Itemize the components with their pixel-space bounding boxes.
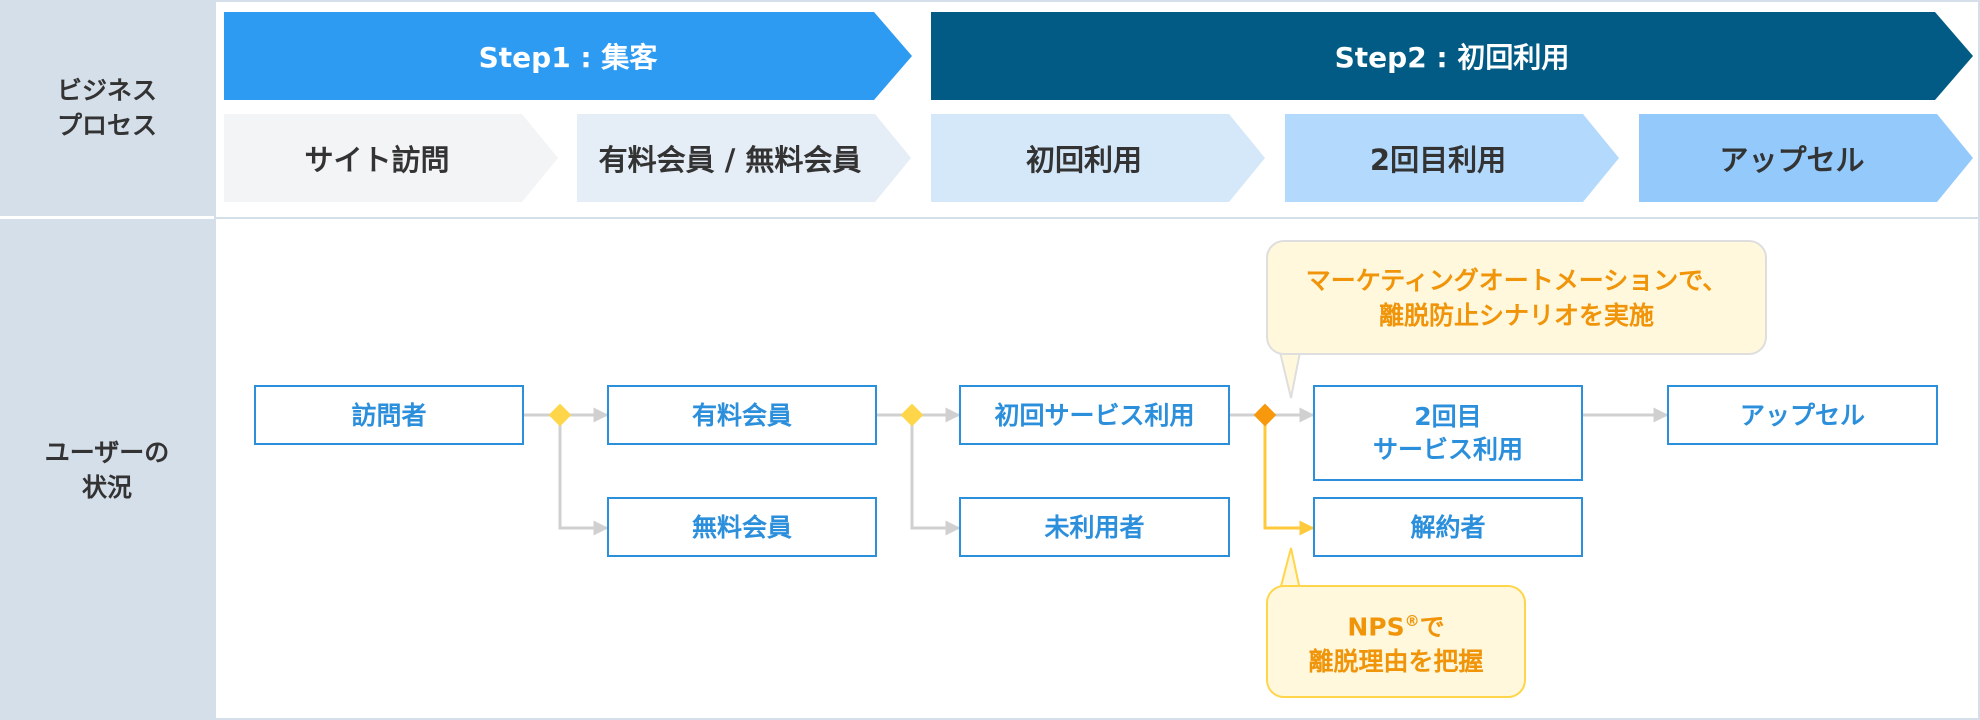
stage-first-use: 初回利用 <box>931 114 1265 202</box>
callout-marketing-automation: マーケティングオートメーションで、 離脱防止シナリオを実施 <box>1266 240 1767 355</box>
decision-diamond-1 <box>548 403 572 427</box>
step1-arrow: Step1 : 集客 <box>224 12 912 100</box>
connector-churn <box>1263 415 1315 536</box>
decision-diamond-2 <box>900 403 924 427</box>
node-first-use: 初回サービス利用 <box>959 385 1230 445</box>
registered-mark: ® <box>1404 611 1420 630</box>
node-non-user: 未利用者 <box>959 497 1230 557</box>
stage-site-visit: サイト訪問 <box>224 114 558 202</box>
step2-arrow: Step2 : 初回利用 <box>931 12 1973 100</box>
node-second-use: 2回目 サービス利用 <box>1313 385 1583 481</box>
stage-membership: 有料会員 / 無料会員 <box>577 114 911 202</box>
stage-second-use: 2回目利用 <box>1285 114 1619 202</box>
node-paid-member: 有料会員 <box>607 385 877 445</box>
node-free-member: 無料会員 <box>607 497 877 557</box>
connector-visitor-free <box>558 415 609 536</box>
connector-paid-non-user <box>910 415 961 536</box>
decision-diamond-3 <box>1253 403 1277 427</box>
callout-nps: NPS®で 離脱理由を把握 <box>1266 585 1526 698</box>
node-visitor: 訪問者 <box>254 385 524 445</box>
nps-callout-tail <box>1279 547 1301 591</box>
ma-callout-tail <box>1279 351 1301 399</box>
row-label-user-status: ユーザーの 状況 <box>0 219 214 720</box>
stage-upsell: アップセル <box>1639 114 1973 202</box>
node-upsell: アップセル <box>1667 385 1938 445</box>
node-churned: 解約者 <box>1313 497 1583 557</box>
nps-text: NPS®で 離脱理由を把握 <box>1308 611 1484 677</box>
row-label-business-process: ビジネス プロセス <box>0 0 214 216</box>
